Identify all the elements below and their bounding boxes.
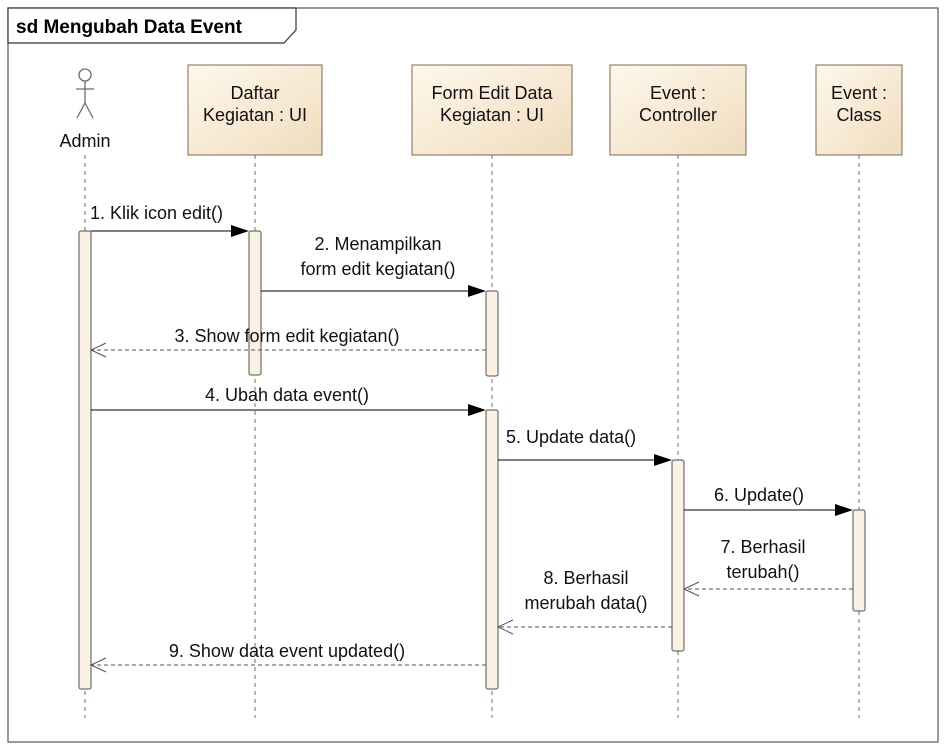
message-6: 6. Update() [684,485,853,516]
message-label: 6. Update() [714,485,804,505]
participant-label-line: Daftar [230,83,279,103]
open-arrowhead-icon [682,581,700,597]
message-9: 9. Show data event updated() [89,641,486,673]
actor-stick-figure-icon [76,68,94,119]
open-arrowhead-icon [89,657,107,673]
participant-daftar-kegiatan: Daftar Kegiatan : UI [187,64,323,156]
arrowhead-icon [468,404,486,416]
arrowhead-icon [231,225,249,237]
message-4: 4. Ubah data event() [91,385,486,416]
arrowhead-icon [654,454,672,466]
arrowhead-icon [468,285,486,297]
message-5: 5. Update data() [498,427,672,466]
activation-form-2 [485,409,499,690]
message-1: 1. Klik icon edit() [90,203,249,237]
activation-admin [78,230,92,690]
message-label: 9. Show data event updated() [169,641,405,661]
message-label: 3. Show form edit kegiatan() [174,326,399,346]
actor-admin: Admin [59,68,111,151]
activation-form-1 [485,290,499,377]
participant-label-line: Class [836,105,881,125]
message-label: 1. Klik icon edit() [90,203,223,223]
message-8: 8. Berhasil merubah data() [496,568,672,635]
message-label: 5. Update data() [506,427,636,447]
participant-event-class: Event : Class [815,64,903,156]
message-3: 3. Show form edit kegiatan() [89,326,486,358]
participant-label-line: Controller [639,105,717,125]
open-arrowhead-icon [89,342,107,358]
participant-label-line: Event : [650,83,706,103]
message-label: terubah() [726,562,799,582]
participant-event-controller: Event : Controller [609,64,747,156]
activation-daftar-kegiatan [248,230,262,376]
message-7: 7. Berhasil terubah() [682,537,853,597]
message-label: 8. Berhasil [543,568,628,588]
title-tab [7,7,297,44]
message-label: 2. Menampilkan [314,234,441,254]
message-label: 7. Berhasil [720,537,805,557]
message-2: 2. Menampilkan form edit kegiatan() [261,234,486,297]
actor-label: Admin [59,131,110,151]
participant-label-line: Kegiatan : UI [440,105,544,125]
activation-event-controller [671,459,685,652]
arrowhead-icon [835,504,853,516]
participant-form-edit-data-kegiatan: Form Edit Data Kegiatan : UI [411,64,573,156]
message-label: merubah data() [524,593,647,613]
open-arrowhead-icon [496,619,514,635]
participant-label-line: Form Edit Data [431,83,553,103]
diagram-title: sd Mengubah Data Event [16,17,243,38]
activation-event-class [852,509,866,612]
participant-label-line: Event : [831,83,887,103]
message-label: form edit kegiatan() [300,259,455,279]
participant-label-line: Kegiatan : UI [203,105,307,125]
message-label: 4. Ubah data event() [205,385,369,405]
